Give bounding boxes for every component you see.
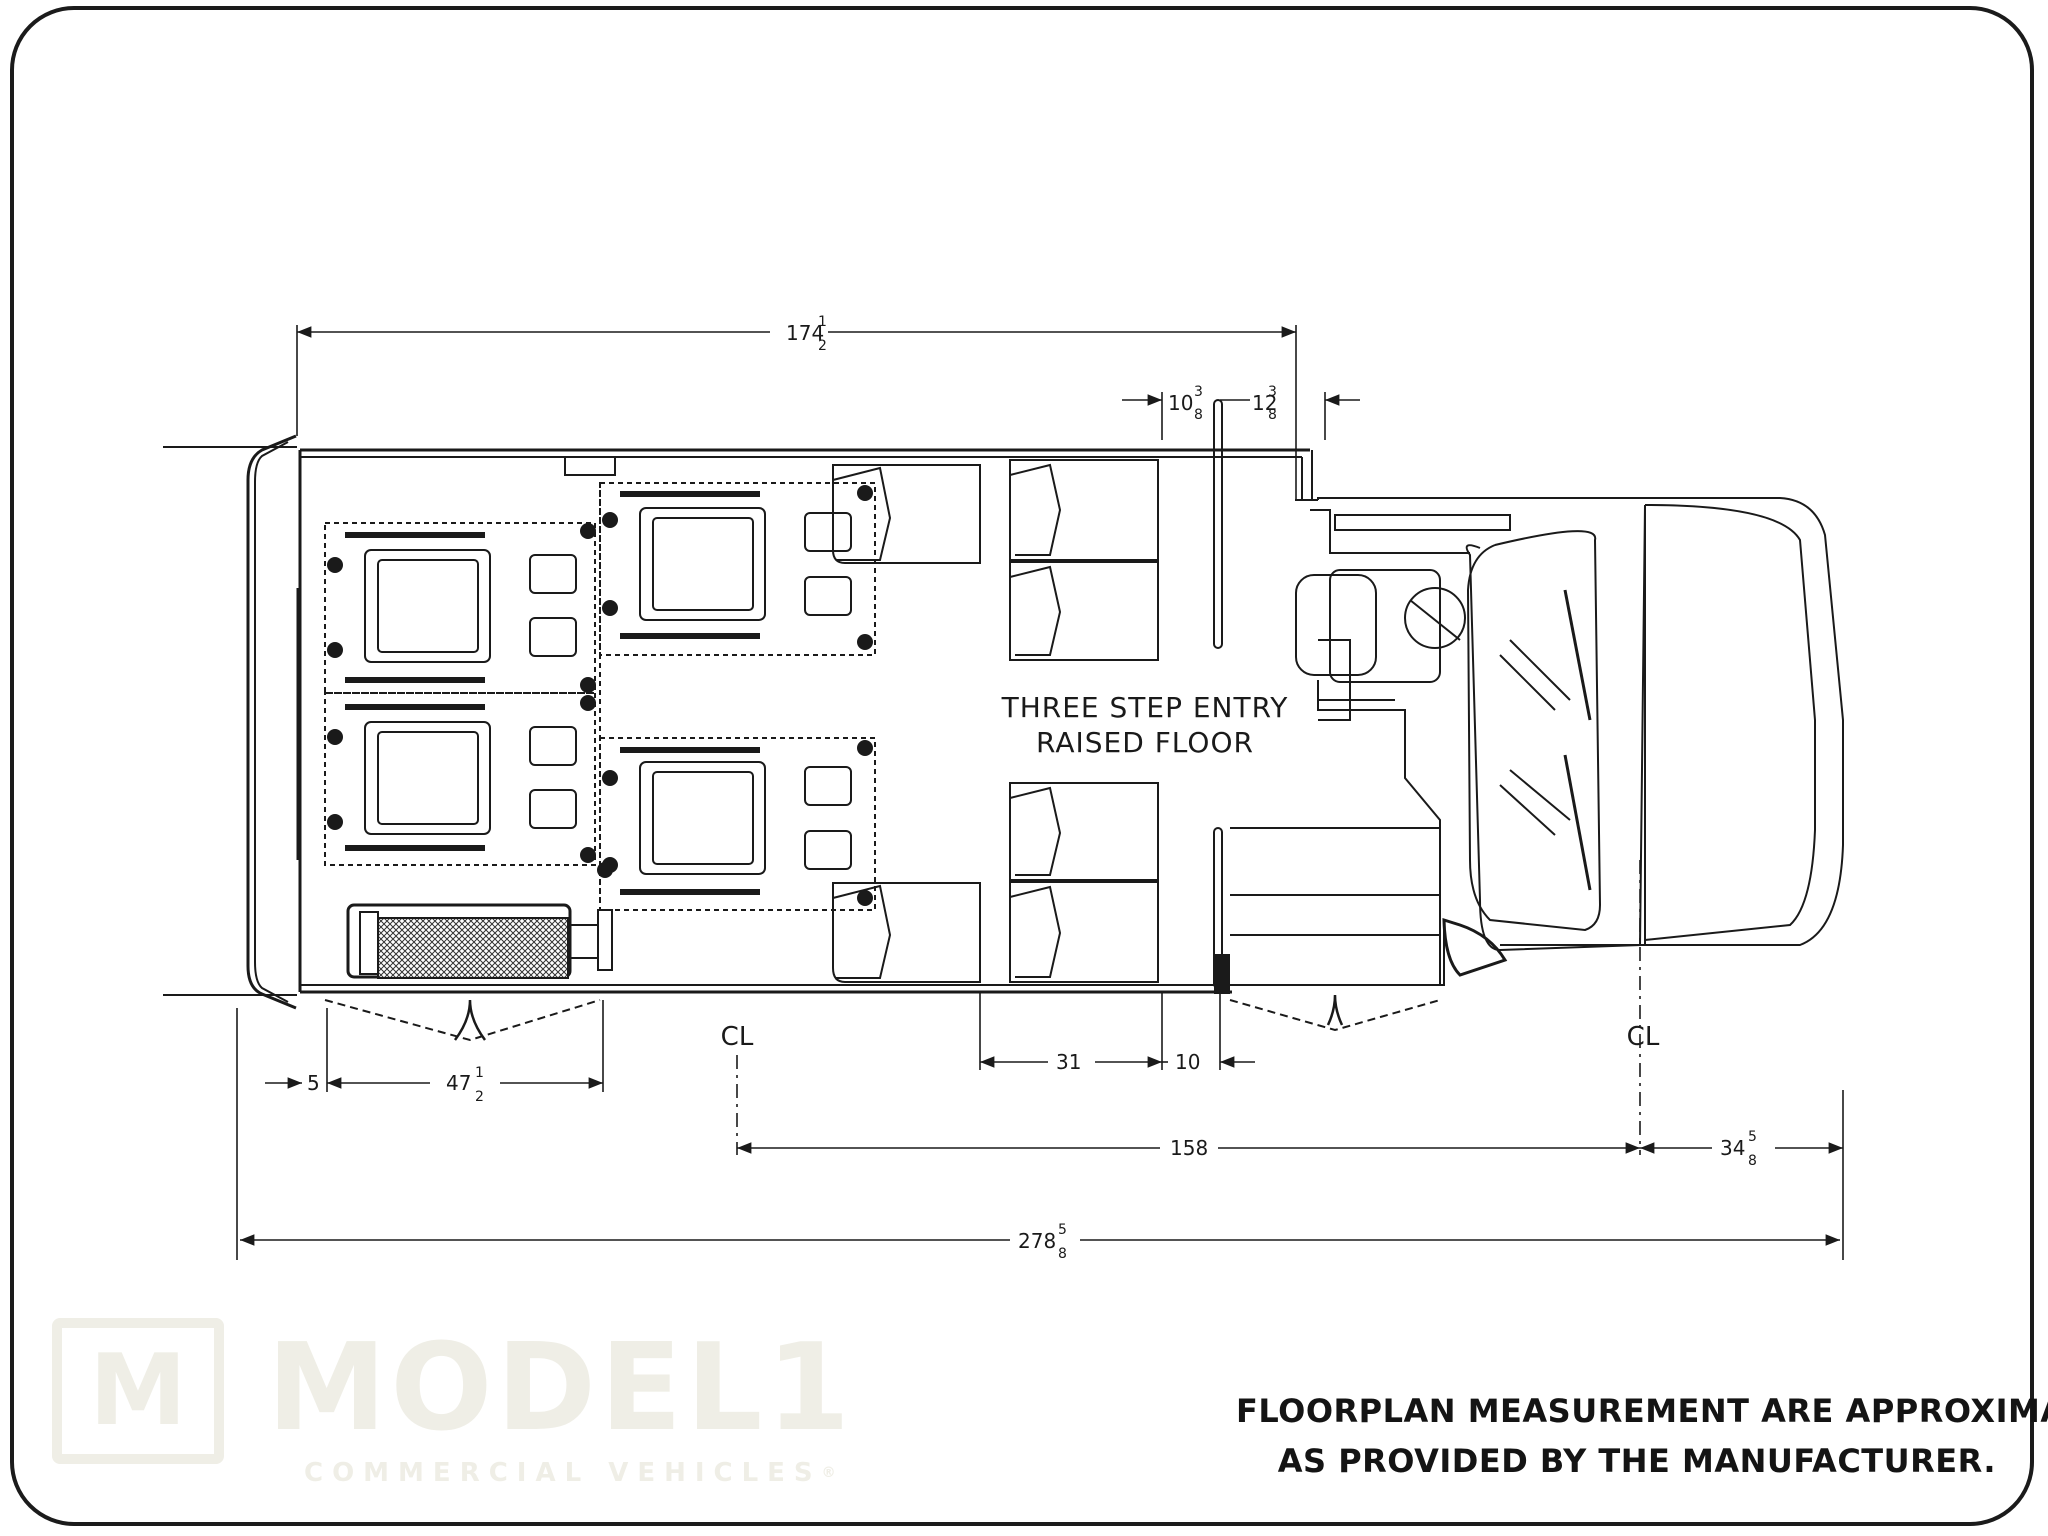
entry-step (1213, 399, 1441, 994)
logo-tagline: COMMERCIAL VEHICLES® (304, 1458, 836, 1488)
wheelchair-lift (346, 903, 613, 979)
svg-text:278: 278 (1018, 1229, 1056, 1253)
dim-rear-door: 47 1 2 (446, 1065, 484, 1105)
brand-logo: M MODEL1 COMMERCIAL VEHICLES® (52, 1318, 850, 1488)
bus-body (163, 434, 1318, 1010)
disclaimer-line1: FLOORPLAN MEASUREMENT ARE APPROXIMATE (1236, 1392, 2048, 1430)
svg-text:3: 3 (1268, 384, 1277, 400)
dim-overall-length: 278 5 8 (1018, 1222, 1067, 1262)
svg-text:8: 8 (1748, 1153, 1757, 1169)
disclaimer-line2: AS PROVIDED BY THE MANUFACTURER. (1277, 1442, 1996, 1480)
wheelchair-positions (324, 482, 876, 911)
svg-text:12: 12 (1252, 391, 1277, 415)
svg-text:5: 5 (1058, 1222, 1067, 1238)
rear-axle-centerline: CL (721, 1022, 754, 1052)
svg-text:10: 10 (1168, 391, 1193, 415)
svg-text:3: 3 (1194, 384, 1203, 400)
dimension-lines (236, 325, 1844, 1260)
disclaimer: FLOORPLAN MEASUREMENT ARE APPROXIMATE AS… (1236, 1386, 2048, 1486)
svg-text:8: 8 (1268, 407, 1277, 423)
svg-text:2: 2 (475, 1089, 484, 1105)
dim-seat-to-step: 10 (1175, 1050, 1200, 1074)
area-label-line2: RAISED FLOOR (1036, 726, 1254, 759)
svg-text:8: 8 (1058, 1246, 1067, 1262)
dim-front-overhang: 34 5 8 (1720, 1129, 1757, 1169)
svg-text:8: 8 (1194, 407, 1203, 423)
door-swings (324, 999, 1441, 1042)
dim-seat-pitch: 31 (1056, 1050, 1081, 1074)
dim-entry-width-a: 10 3 8 (1168, 384, 1203, 423)
svg-text:1: 1 (475, 1065, 484, 1081)
svg-text:2: 2 (818, 338, 827, 354)
wheelchair-seats (364, 507, 852, 875)
drawing-frame (10, 6, 2034, 1526)
dim-wheelbase: 158 (1170, 1136, 1208, 1160)
passenger-seats (832, 459, 1159, 983)
svg-text:5: 5 (1748, 1129, 1757, 1145)
logo-mark: M (52, 1318, 224, 1464)
svg-text:34: 34 (1720, 1136, 1745, 1160)
tie-down-straps (345, 491, 760, 895)
dim-rear-offset: 5 (307, 1071, 320, 1095)
area-label-line1: THREE STEP ENTRY (1001, 691, 1289, 724)
dim-overall-interior: 174 1 2 (786, 314, 827, 354)
svg-text:47: 47 (446, 1071, 471, 1095)
svg-text:1: 1 (818, 314, 827, 330)
logo-name: MODEL1 (267, 1319, 854, 1458)
cab (1232, 497, 1844, 986)
securement-anchors (327, 485, 873, 906)
front-axle-centerline: CL (1627, 1022, 1660, 1052)
dim-entry-width-b: 12 3 8 (1252, 384, 1277, 423)
svg-text:174: 174 (786, 321, 824, 345)
